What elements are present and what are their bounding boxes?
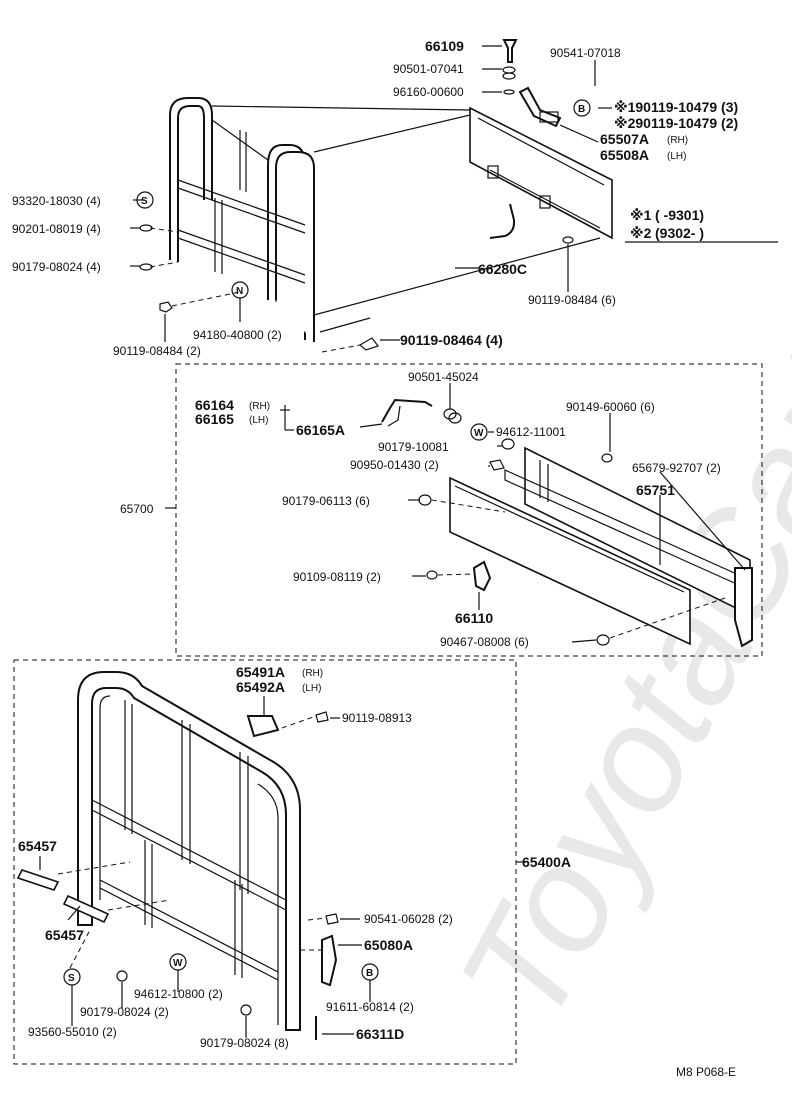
label-65400A: 65400A bbox=[522, 854, 571, 870]
note-text-2: (9302- ) bbox=[655, 225, 704, 241]
page-code: M8 P068-E bbox=[676, 1065, 736, 1079]
label-66165A: 66165A bbox=[296, 422, 345, 438]
label-90201-08019: 90201-08019 (4) bbox=[12, 222, 101, 236]
symbol-n: N bbox=[236, 286, 243, 297]
symbol-b-circle bbox=[573, 99, 591, 117]
label-90179-06113: 90179-06113 (6) bbox=[282, 494, 370, 508]
kit-65400A-boundary bbox=[13, 659, 517, 1065]
label-66165: 66165 bbox=[195, 411, 234, 427]
top-assembly-drawing bbox=[139, 39, 613, 353]
note-mark-2: ※2 bbox=[630, 225, 652, 241]
label-65491A-rh: (RH) bbox=[302, 668, 323, 679]
label-94180-40800: 94180-40800 (2) bbox=[193, 328, 282, 342]
label-90119-08484-6: 90119-08484 (6) bbox=[528, 293, 616, 307]
label-93320-18030: 93320-18030 (4) bbox=[12, 194, 101, 208]
label-290119-10479: ※290119-10479 (2) bbox=[614, 115, 738, 131]
top-symbols: S B N bbox=[136, 99, 591, 299]
label-rh: (RH) bbox=[667, 135, 688, 146]
label-65751: 65751 bbox=[636, 482, 675, 498]
label-66164: 66164 bbox=[195, 397, 234, 413]
symbol-s-circle bbox=[136, 191, 154, 209]
symbol-w-mid: W bbox=[474, 428, 484, 439]
label-94612-10800: 94612-10800 (2) bbox=[134, 987, 223, 1001]
mid-assembly-drawing bbox=[381, 398, 753, 648]
label-66165-lh: (LH) bbox=[249, 415, 268, 426]
symbol-b-circle-bot bbox=[361, 963, 379, 981]
label-90467-08008: 90467-08008 (6) bbox=[440, 635, 529, 649]
label-90109-08119: 90109-08119 (2) bbox=[293, 570, 381, 584]
symbol-n-circle bbox=[231, 281, 249, 299]
label-90119-08464: 90119-08464 (4) bbox=[400, 332, 503, 348]
label-90501-45024: 90501-45024 bbox=[408, 370, 479, 384]
label-65457-a: 65457 bbox=[18, 838, 57, 854]
label-90149-60060: 90149-60060 (6) bbox=[566, 400, 655, 414]
label-90950-01430: 90950-01430 (2) bbox=[350, 458, 439, 472]
label-65492A: 65492A bbox=[236, 679, 285, 695]
symbol-w-circle-bot bbox=[169, 953, 187, 971]
label-190119-10479: ※190119-10479 (3) bbox=[614, 99, 738, 115]
label-65679-92707: 65679-92707 (2) bbox=[632, 461, 721, 475]
symbol-b-bot: B bbox=[366, 968, 373, 979]
note-mark-1: ※1 bbox=[630, 207, 652, 223]
label-65508A: 65508A bbox=[600, 147, 649, 163]
label-65492A-lh: (LH) bbox=[302, 683, 321, 694]
label-66164-rh: (RH) bbox=[249, 401, 270, 412]
label-90501-07041: 90501-07041 bbox=[393, 62, 464, 76]
symbol-w-circle-mid bbox=[470, 423, 488, 441]
label-90541-07018: 90541-07018 bbox=[550, 46, 621, 60]
label-90179-10081: 90179-10081 bbox=[378, 440, 449, 454]
label-90179-08024-2: 90179-08024 (2) bbox=[80, 1005, 169, 1019]
label-65080A: 65080A bbox=[364, 937, 413, 953]
mid-leaders bbox=[280, 383, 746, 643]
label-90179-08024-a: 90179-08024 (4) bbox=[12, 260, 101, 274]
bottom-assembly-drawing bbox=[16, 671, 339, 1040]
label-66109: 66109 bbox=[425, 38, 464, 54]
symbol-s-bot: S bbox=[68, 973, 75, 984]
label-90179-08024-8: 90179-08024 (8) bbox=[200, 1036, 289, 1050]
label-66110: 66110 bbox=[455, 610, 493, 626]
label-65507A: 65507A bbox=[600, 131, 649, 147]
label-65491A: 65491A bbox=[236, 664, 285, 680]
label-66280C: 66280C bbox=[478, 261, 527, 277]
label-66311D: 66311D bbox=[356, 1026, 404, 1042]
label-90119-08484-2: 90119-08484 (2) bbox=[113, 344, 201, 358]
label-65700: 65700 bbox=[120, 502, 154, 516]
label-91611-60814: 91611-60814 (2) bbox=[326, 1000, 414, 1014]
kit-65700-boundary bbox=[175, 363, 763, 657]
label-94612-11001: 94612-11001 bbox=[496, 425, 566, 439]
label-93560-55010: 93560-55010 (2) bbox=[28, 1025, 117, 1039]
label-90119-08913: 90119-08913 bbox=[342, 711, 412, 725]
label-96160-00600: 96160-00600 bbox=[393, 85, 464, 99]
symbol-w-bot: W bbox=[173, 958, 183, 969]
label-lh: (LH) bbox=[667, 151, 686, 162]
symbol-s: S bbox=[141, 196, 148, 207]
symbol-b: B bbox=[578, 104, 585, 115]
top-leaders bbox=[130, 45, 778, 342]
label-90541-06028: 90541-06028 (2) bbox=[364, 912, 453, 926]
label-65457-b: 65457 bbox=[45, 927, 84, 943]
bottom-leaders bbox=[39, 696, 371, 1038]
note-text-1: ( -9301) bbox=[655, 207, 704, 223]
symbol-s-circle-bot bbox=[63, 968, 81, 986]
